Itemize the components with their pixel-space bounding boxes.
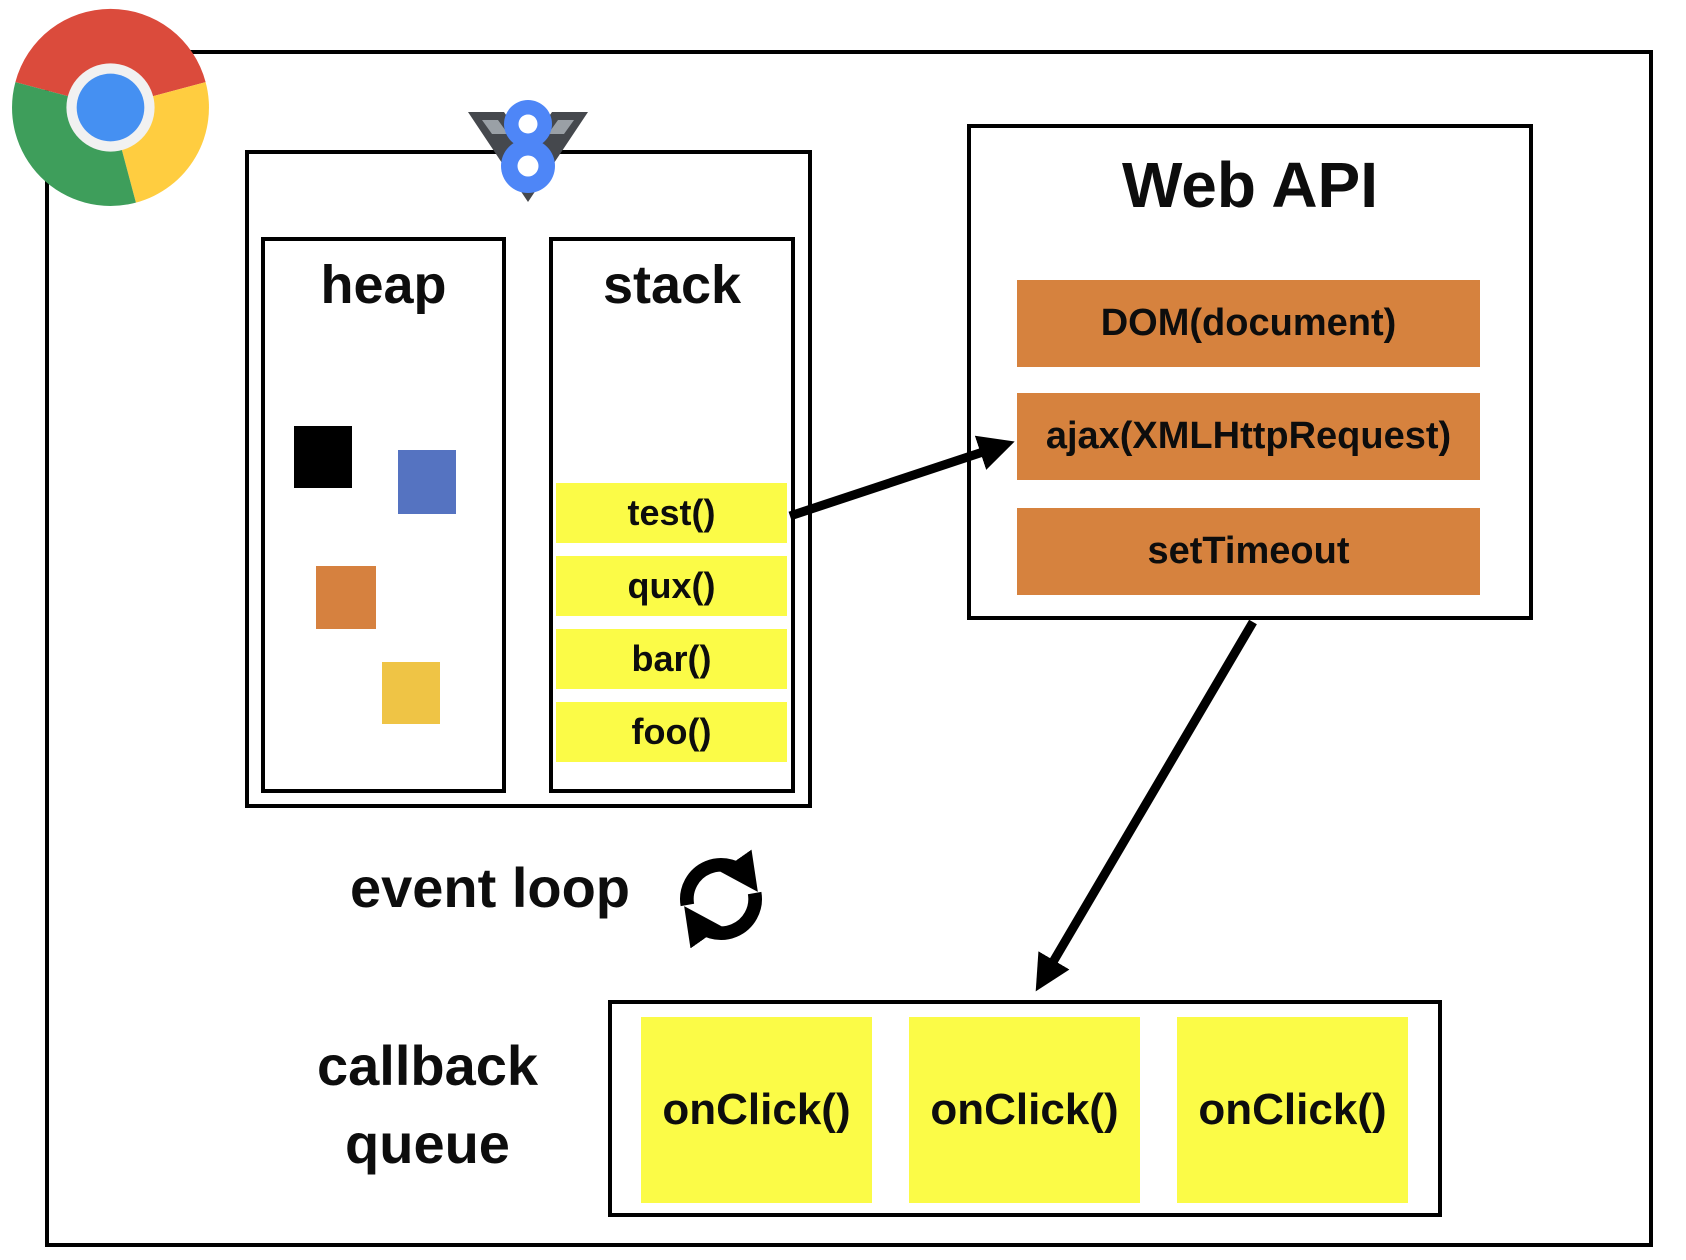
browser-border: [45, 50, 1653, 1247]
heap-label: heap: [320, 255, 447, 315]
chrome-logo-icon: [12, 8, 209, 206]
heap-block-orange: [316, 566, 376, 629]
web-api-item-ajax: ajax(XMLHttpRequest): [1017, 393, 1480, 480]
callback-queue-box: [608, 1000, 1442, 1217]
callback-item-onclick-2: onClick(): [909, 1017, 1140, 1203]
web-api-item-dom: DOM(document): [1017, 280, 1480, 367]
stack-frame-foo: foo(): [556, 702, 787, 762]
callback-queue-label: callback queue: [316, 1034, 539, 1175]
v8-logo-icon: [468, 100, 588, 202]
event-loop-label: event loop: [349, 855, 631, 919]
stack-frame-test: test(): [556, 483, 787, 543]
stack-frame-qux: qux(): [556, 556, 787, 616]
heap-block-black: [294, 426, 352, 488]
web-api-item-settimeout: setTimeout: [1017, 508, 1480, 595]
heap-box: [261, 237, 506, 793]
heap-block-blue: [398, 450, 456, 514]
event-loop-icon: [680, 849, 762, 949]
stack-label: stack: [602, 255, 742, 315]
web-api-box: [967, 124, 1533, 620]
heap-block-yellow: [382, 662, 440, 724]
web-api-title: Web API: [1121, 149, 1379, 221]
stack-frame-bar: bar(): [556, 629, 787, 689]
callback-item-onclick-3: onClick(): [1177, 1017, 1408, 1203]
callback-item-onclick-1: onClick(): [641, 1017, 872, 1203]
